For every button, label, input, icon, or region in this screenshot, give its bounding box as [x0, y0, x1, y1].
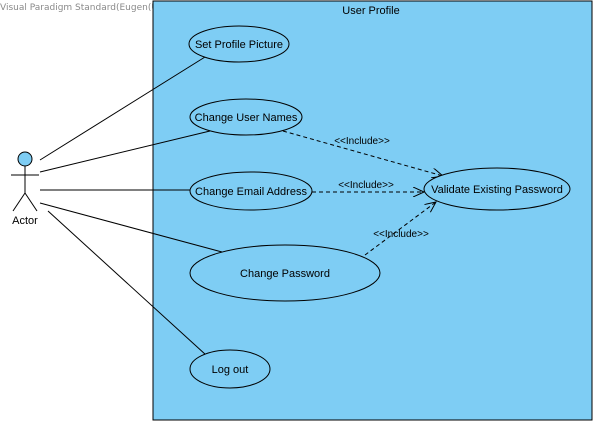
- use-case-label: Change Password: [240, 268, 330, 280]
- actor-label: Actor: [12, 215, 38, 227]
- include-label-user-names: <<Include>>: [334, 136, 390, 147]
- use-case-change-user-names[interactable]: Change User Names: [189, 98, 303, 136]
- include-label-email-address: <<Include>>: [338, 180, 394, 191]
- watermark-text: Visual Paradigm Standard(Eugen(Universit…: [0, 3, 253, 13]
- use-case-log-out[interactable]: Log out: [189, 349, 271, 389]
- use-case-change-password[interactable]: Change Password: [189, 244, 381, 302]
- association-change-user-names: [39, 130, 211, 173]
- use-case-label: Log out: [212, 364, 249, 376]
- use-case-label: Set Profile Picture: [195, 39, 283, 51]
- association-change-password: [39, 202, 223, 253]
- actor[interactable]: Actor: [11, 151, 39, 227]
- use-case-label: Validate Existing Password: [431, 184, 563, 196]
- use-case-validate-existing-password[interactable]: Validate Existing Password: [423, 167, 571, 211]
- system-title: User Profile: [342, 5, 399, 17]
- actor-right-leg: [24, 192, 38, 212]
- association-log-out: [47, 210, 207, 356]
- use-case-label: Change User Names: [195, 112, 298, 124]
- actor-left-leg: [12, 192, 26, 212]
- use-case-change-email-address[interactable]: Change Email Address: [189, 171, 313, 211]
- actor-head: [17, 151, 33, 167]
- use-case-set-profile-picture[interactable]: Set Profile Picture: [188, 25, 290, 63]
- include-arrow-password: [364, 202, 436, 256]
- include-label-password: <<Include>>: [373, 229, 429, 240]
- association-set-profile-picture: [39, 56, 206, 161]
- use-case-label: Change Email Address: [195, 186, 307, 198]
